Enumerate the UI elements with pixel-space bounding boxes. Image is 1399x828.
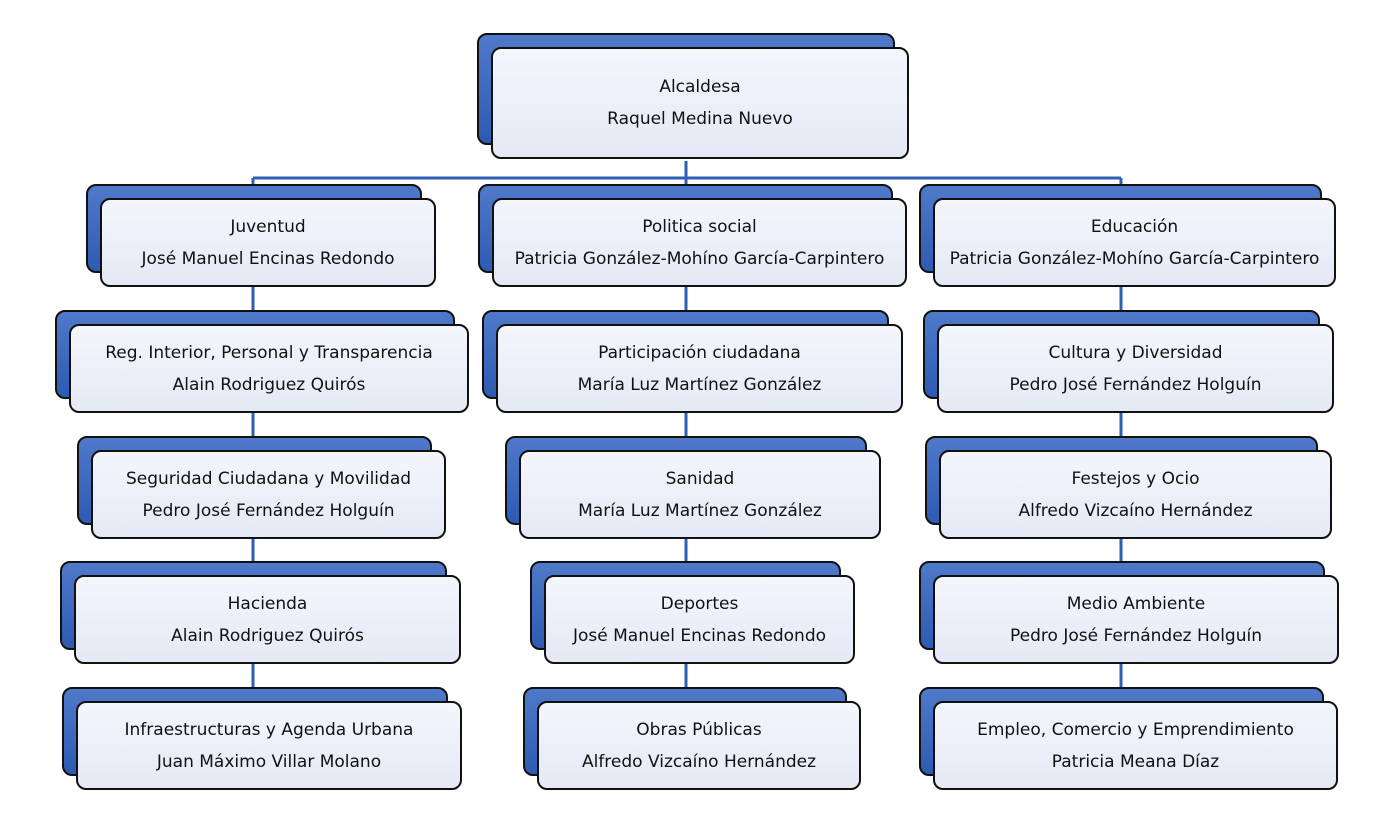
- node-person: Pedro José Fernández Holguín: [142, 500, 395, 521]
- node-person: María Luz Martínez González: [578, 500, 822, 521]
- node-person: José Manuel Encinas Redondo: [572, 625, 827, 646]
- node-person: Juan Máximo Villar Molano: [156, 751, 382, 772]
- node-role: Educación: [1090, 216, 1179, 237]
- node-person: Raquel Medina Nuevo: [607, 109, 793, 129]
- node-person: Alain Rodriguez Quirós: [172, 374, 366, 395]
- node-role: Infraestructuras y Agenda Urbana: [124, 719, 414, 740]
- node-role: Medio Ambiente: [1066, 593, 1206, 614]
- node-role: Hacienda: [227, 593, 308, 614]
- node-role: Reg. Interior, Personal y Transparencia: [105, 342, 433, 363]
- node-person: Pedro José Fernández Holguín: [1009, 374, 1262, 395]
- node-role: Juventud: [230, 216, 306, 237]
- node-role: Sanidad: [665, 468, 735, 489]
- node-person: Alain Rodriguez Quirós: [171, 625, 364, 646]
- node-person: José Manuel Encinas Redondo: [141, 248, 395, 269]
- node-role: Festejos y Ocio: [1071, 468, 1200, 489]
- node-role: Deportes: [660, 593, 739, 614]
- node-person: Patricia González-Mohíno García-Carpinte…: [514, 248, 885, 269]
- node-role: Seguridad Ciudadana y Movilidad: [125, 468, 412, 489]
- node-role: Participación ciudadana: [598, 342, 801, 363]
- node-role: Politica social: [642, 216, 757, 237]
- node-role: Empleo, Comercio y Emprendimiento: [977, 719, 1294, 740]
- node-role: Cultura y Diversidad: [1048, 342, 1223, 363]
- node-person: Alfredo Vizcaíno Hernández: [1018, 500, 1253, 521]
- node-person: Alfredo Vizcaíno Hernández: [581, 751, 817, 772]
- node-person: Patricia Meana Díaz: [1051, 751, 1220, 772]
- node-role: Obras Públicas: [636, 719, 762, 740]
- node-role: Alcaldesa: [659, 77, 741, 97]
- node-person: Pedro José Fernández Holguín: [1010, 625, 1262, 646]
- node-person: María Luz Martínez González: [577, 374, 822, 395]
- node-person: Patricia González-Mohíno García-Carpinte…: [949, 248, 1320, 269]
